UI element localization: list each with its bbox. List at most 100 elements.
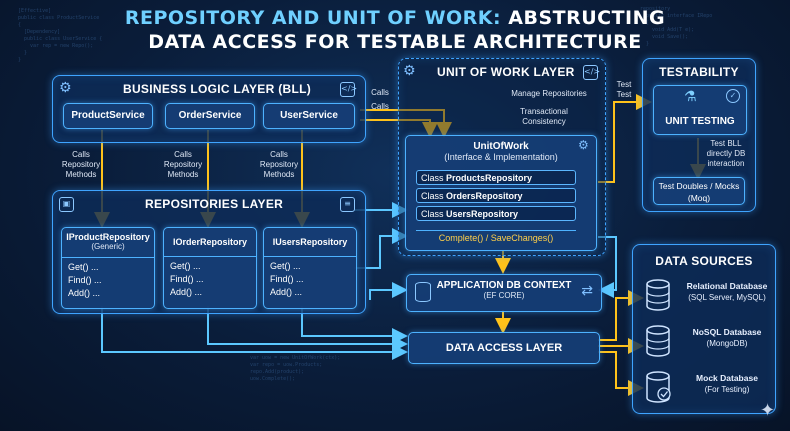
dbcontext-box: APPLICATION DB CONTEXT (EF CORE) ⇄ — [406, 274, 602, 312]
transactional-consistency-label: Transactional Consistency — [520, 107, 568, 126]
background-code-right: repository public interface IRepo { void… — [640, 6, 713, 47]
repositories-panel: ▣ REPOSITORIES LAYER ≡ IProductRepositor… — [52, 190, 366, 314]
order-repository-box: IOrderRepository Get() ... Find() ... Ad… — [163, 227, 257, 309]
dbcontext-sub: (EF CORE) — [483, 291, 525, 300]
class-orders-repository: Class OrdersRepository — [416, 188, 576, 203]
unitofwork-title: UnitOfWork — [473, 141, 529, 152]
order-service-box: OrderService — [165, 103, 255, 129]
unit-testing-label: UNIT TESTING — [665, 116, 735, 127]
data-sources-panel: DATA SOURCES Relational Database(SQL Ser… — [632, 244, 776, 414]
gear-icon: ⚙ — [578, 138, 589, 152]
database-icon: ≡ — [340, 197, 355, 212]
arrow-uow-right-loop — [598, 236, 617, 298]
title-line1-blue: REPOSITORY AND UNIT OF WORK: — [124, 7, 502, 29]
order-repository-methods: Get() ... Find() ... Add() ... — [164, 256, 256, 299]
nosql-database-sub: (MongoDB) — [706, 339, 748, 348]
gear-icon: ⚙ — [403, 63, 416, 79]
arrow-calls-2 — [360, 119, 438, 138]
code-icon: </> — [583, 65, 600, 80]
class-prefix: Class — [421, 191, 444, 201]
relational-database: Relational Database(SQL Server, MySQL) — [641, 277, 771, 317]
method-find: Find() ... — [170, 274, 204, 284]
users-repository-box: IUsersRepository Get() ... Find() ... Ad… — [263, 227, 357, 309]
complete-savechanges-label: Complete() / SaveChanges() — [416, 230, 576, 245]
data-access-layer-box: DATA ACCESS LAYER — [408, 332, 600, 364]
repositories-title: REPOSITORIES LAYER — [145, 197, 284, 211]
product-repository-methods: Get() ... Find() ... Add() ... — [62, 257, 154, 300]
product-repository-sub: (Generic) — [91, 242, 125, 251]
users-repository-name: IUsersRepository — [272, 237, 348, 247]
class-name: ProductsRepository — [446, 173, 533, 183]
unit-testing-box: ⚗ ✓ UNIT TESTING — [653, 85, 747, 135]
flask-icon: ⚗ — [684, 89, 697, 105]
mock-database-name: Mock Database — [696, 373, 758, 383]
mock-database-label: Mock Database (For Testing) — [679, 373, 775, 395]
users-repository-methods: Get() ... Find() ... Add() ... — [264, 256, 356, 299]
class-name: OrdersRepository — [446, 191, 523, 201]
calls-label-1: Calls Repository Methods — [61, 150, 101, 179]
sync-arrows-icon: ⇄ — [581, 283, 593, 299]
database-icon — [646, 279, 670, 311]
testability-panel: TESTABILITY ⚗ ✓ UNIT TESTING Test BLL di… — [642, 58, 756, 212]
arrow-repo2-to-dal — [207, 306, 408, 352]
database-icon — [646, 325, 670, 357]
relational-database-label: Relational Database(SQL Server, MySQL) — [679, 281, 775, 303]
check-icon: ✓ — [726, 89, 740, 103]
test-bll-note: Test BLL directly DB interaction — [706, 139, 746, 168]
data-access-layer-title: DATA ACCESS LAYER — [445, 342, 563, 354]
bll-title: BUSINESS LOGIC LAYER (BLL) — [123, 82, 312, 96]
code-icon: </> — [340, 82, 357, 97]
class-users-repository: Class UsersRepository — [416, 206, 576, 221]
method-add: Add() ... — [270, 287, 303, 297]
nosql-database-label: NoSQL Database (MongoDB) — [679, 327, 775, 349]
mock-database: Mock Database (For Testing) — [641, 369, 771, 409]
calls-label-2: Calls Repository Methods — [163, 150, 203, 179]
box-icon: ▣ — [59, 197, 74, 212]
title-line2: DATA ACCESS FOR TESTABLE ARCHITECTURE — [148, 31, 642, 53]
arrow-calls-1 — [360, 109, 452, 138]
uow-panel: ⚙ UNIT OF WORK LAYER </> Manage Reposito… — [398, 58, 606, 256]
product-service-box: ProductService — [63, 103, 153, 129]
method-find: Find() ... — [270, 274, 304, 284]
calls-to-uow-1: Calls — [371, 88, 389, 97]
title-line1-white: ABSTRUCTING — [508, 7, 666, 29]
user-service-box: UserService — [263, 103, 355, 129]
page-title: REPOSITORY AND UNIT OF WORK: ABSTRUCTING… — [0, 6, 790, 54]
nosql-database-name: NoSQL Database — [692, 327, 762, 337]
background-code-bottom: var uow = new UnitOfWork(ctx); var repo … — [250, 355, 341, 382]
test-doubles-box: Test Doubles / Mocks (Moq) — [653, 177, 745, 205]
product-repository-name: IProductRepository — [66, 232, 150, 242]
method-get: Get() ... — [270, 261, 301, 271]
class-name: UsersRepository — [446, 209, 519, 219]
class-products-repository: Class ProductsRepository — [416, 170, 576, 185]
database-check-icon — [646, 371, 671, 403]
method-get: Get() ... — [170, 261, 201, 271]
class-prefix: Class — [421, 209, 444, 219]
mock-database-sub: (For Testing) — [704, 385, 750, 394]
method-get: Get() ... — [68, 262, 99, 272]
arrow-dbcontext-from-left — [369, 282, 408, 300]
arrow-dal-to-mock — [598, 351, 644, 396]
calls-to-uow-2: Calls — [371, 102, 389, 111]
bll-panel: ⚙ BUSINESS LOGIC LAYER (BLL) </> Product… — [52, 75, 366, 143]
arrow-test — [598, 94, 652, 183]
dbcontext-title: APPLICATION DB CONTEXT — [436, 280, 572, 291]
order-repository-name: IOrderRepository — [172, 237, 248, 247]
database-icon — [415, 282, 431, 302]
relational-database-name: Relational Database — [686, 281, 768, 291]
background-code-left: [Effective] public class ProductService … — [18, 8, 103, 63]
gear-icon: ⚙ — [59, 80, 72, 96]
nosql-database: NoSQL Database (MongoDB) — [641, 323, 771, 363]
unitofwork-sub: (Interface & Implementation) — [444, 152, 558, 162]
arrow-repo1-to-dal — [101, 306, 408, 360]
test-label: Test Test — [616, 80, 632, 99]
arrow-repos-to-uow-2 — [354, 228, 408, 269]
product-repository-box: IProductRepository (Generic) Get() ... F… — [61, 227, 155, 309]
arrow-dal-to-relational — [598, 290, 644, 341]
method-add: Add() ... — [68, 288, 101, 298]
manage-repositories-label: Manage Repositories — [511, 89, 587, 98]
arrow-repo3-to-dal — [301, 306, 408, 344]
unitofwork-box: ⚙ UnitOfWork (Interface & Implementation… — [405, 135, 597, 251]
method-add: Add() ... — [170, 287, 203, 297]
sparkle-icon: ✦ — [760, 400, 776, 421]
